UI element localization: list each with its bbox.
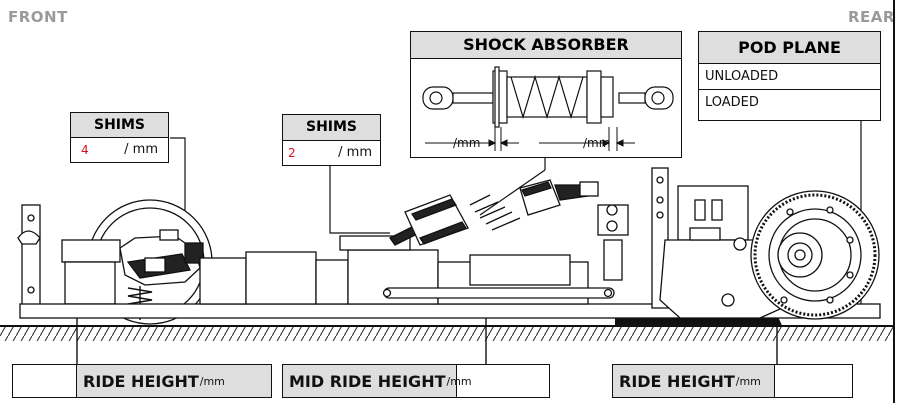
mid-ride-height-text: MID RIDE HEIGHT [289, 371, 446, 391]
ride-height-rear-input[interactable] [775, 365, 852, 397]
chassis-shock [389, 179, 599, 246]
shock-absorber-title: SHOCK ABSORBER [411, 32, 681, 59]
ride-height-front-label: RIDE HEIGHT/mm [77, 365, 271, 397]
shock-dim-left[interactable]: /mm [453, 136, 481, 150]
shims-front-title: SHIMS [71, 113, 168, 138]
front-label: FRONT [8, 8, 68, 26]
shims-front-box: SHIMS 4 / mm [70, 112, 169, 163]
shims-front-value: 4 [81, 143, 89, 157]
ride-height-front-unit: /mm [199, 374, 225, 388]
shims-mid-value: 2 [288, 146, 296, 160]
shims-mid-value-row[interactable]: 2 / mm [283, 141, 380, 165]
shims-mid-unit: / mm [338, 145, 372, 160]
ride-height-rear-label: RIDE HEIGHT/mm [613, 365, 775, 397]
frame-right-border [893, 0, 895, 403]
shims-mid-title: SHIMS [283, 115, 380, 141]
ride-height-front-box: RIDE HEIGHT/mm [12, 364, 272, 398]
ride-height-front-input[interactable] [13, 365, 77, 397]
shock-absorber-illustration [422, 66, 674, 151]
pod-plane-box: POD PLANE UNLOADED LOADED [698, 31, 881, 121]
mid-ride-height-label: MID RIDE HEIGHT/mm [283, 365, 472, 397]
pod-plane-title: POD PLANE [699, 32, 880, 64]
mid-ride-height-unit: /mm [446, 374, 472, 388]
ground-surface [0, 318, 893, 341]
mid-ride-height-input[interactable] [457, 365, 549, 397]
shims-mid-box: SHIMS 2 / mm [282, 114, 381, 166]
shock-dim-right[interactable]: /mm [583, 136, 611, 150]
shims-front-unit: / mm [124, 142, 158, 157]
shock-absorber-box: SHOCK ABSORBER [410, 31, 682, 158]
chassis-plate [19, 235, 881, 319]
shims-front-value-row[interactable]: 4 / mm [71, 138, 168, 162]
ride-height-rear-box: RIDE HEIGHT/mm [612, 364, 853, 398]
front-suspension [119, 229, 204, 286]
ride-height-rear-unit: /mm [735, 374, 761, 388]
mid-ride-height-box: MID RIDE HEIGHT/mm [282, 364, 550, 398]
rear-wheel [750, 190, 880, 320]
pod-plane-loaded-row[interactable]: LOADED [705, 95, 759, 110]
ride-height-front-text: RIDE HEIGHT [83, 371, 199, 391]
ride-height-rear-text: RIDE HEIGHT [619, 371, 735, 391]
pod-plane-unloaded-row[interactable]: UNLOADED [699, 64, 880, 90]
rear-label: REAR [848, 8, 895, 26]
